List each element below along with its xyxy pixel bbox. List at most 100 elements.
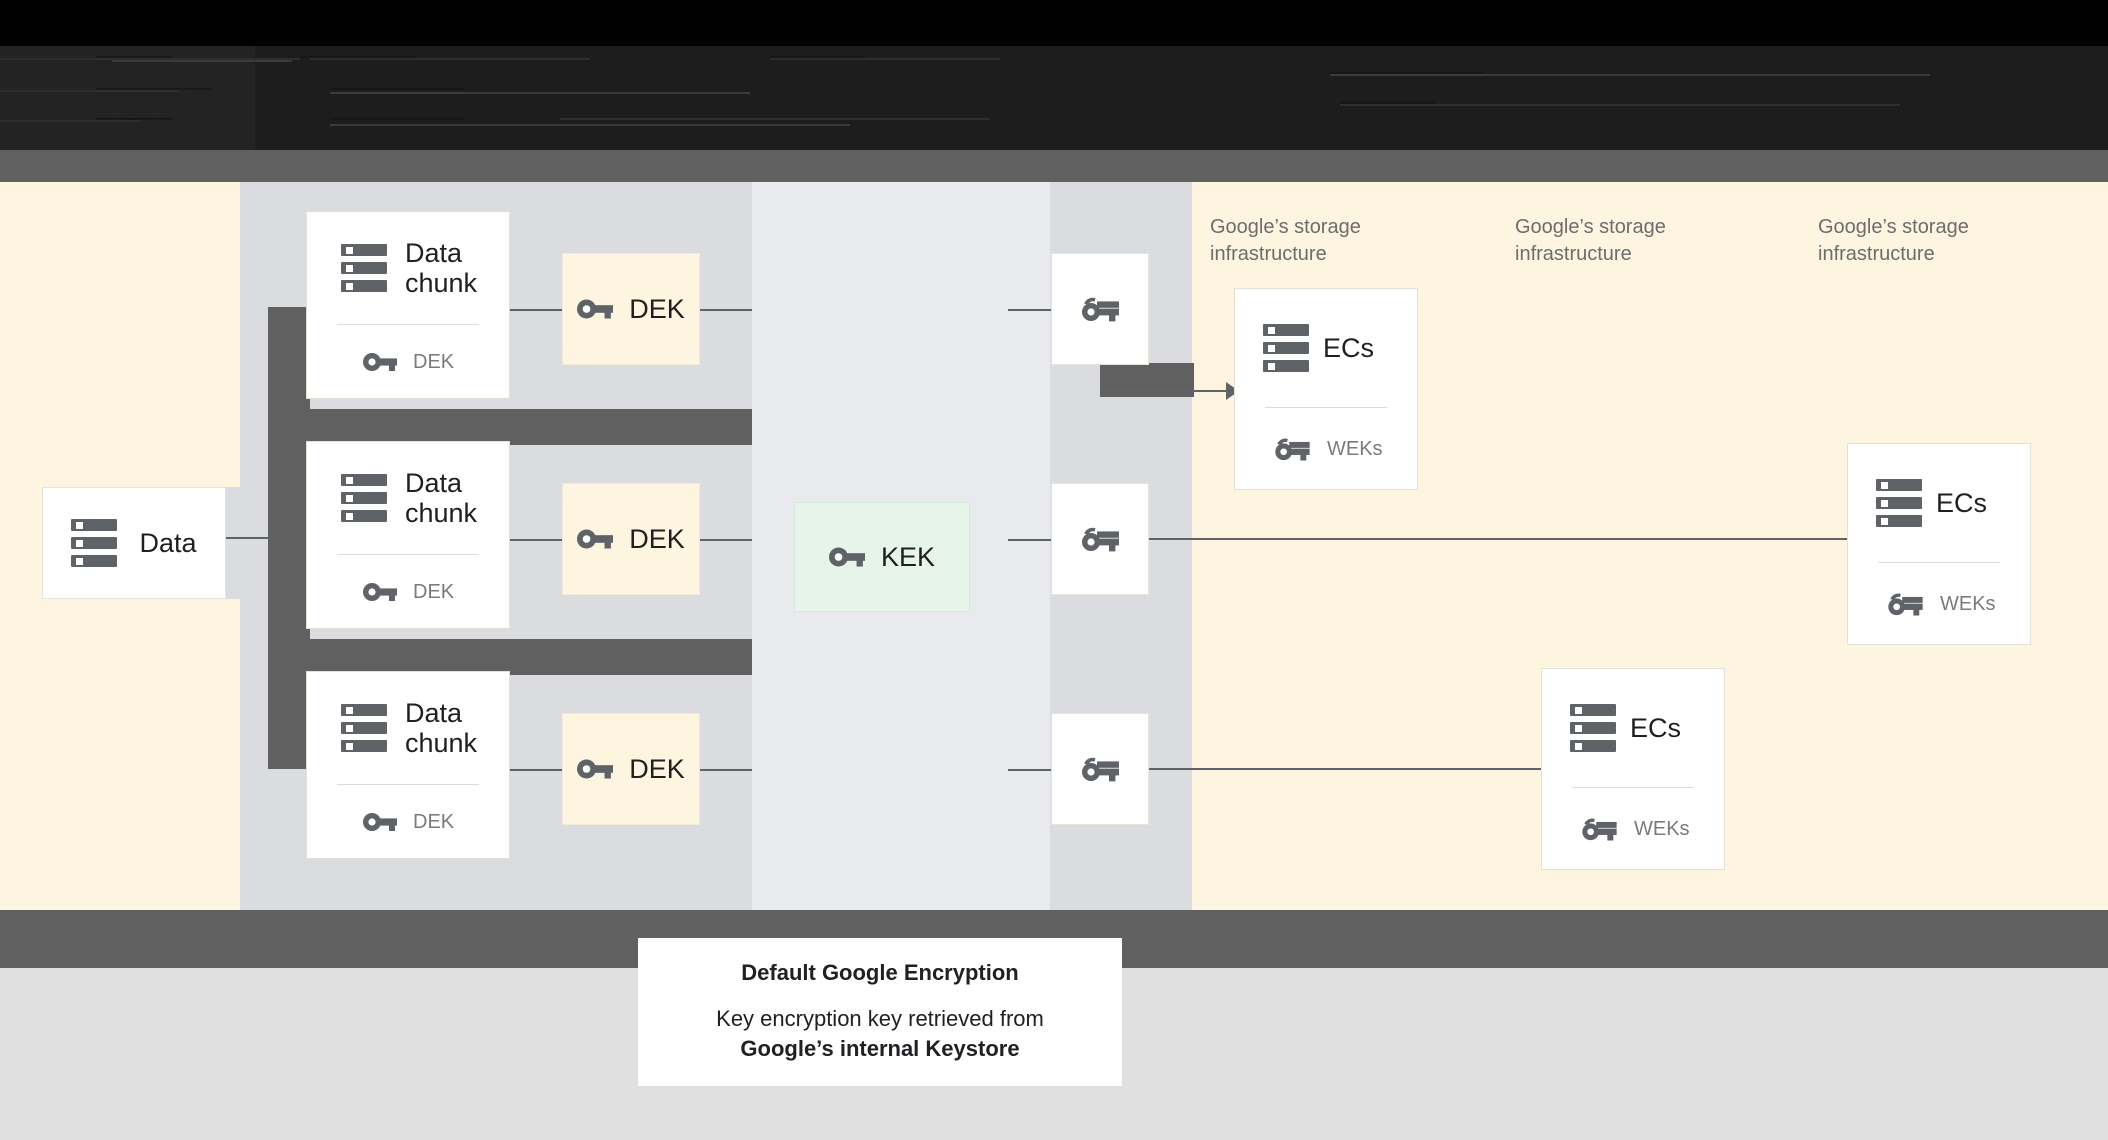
connector-chunk2-dek2 [510, 539, 562, 541]
chunk-header: Data chunk [307, 672, 509, 784]
header-redaction-stroke [330, 92, 750, 94]
chunk-key-row: DEK [307, 785, 509, 859]
connector-kek-wek1 [1008, 309, 1052, 311]
chunk-title: Data chunk [405, 697, 478, 758]
arrow-line-row3 [1149, 768, 1541, 770]
header-text-line: ——————— [330, 108, 465, 129]
connector-dek1-out [700, 309, 752, 311]
double-key-icon [1275, 438, 1310, 461]
key-icon [577, 529, 614, 549]
ec-header: ECs [1235, 289, 1417, 407]
card-divider [1878, 562, 2000, 563]
double-key-icon [1082, 527, 1119, 552]
server-stack-icon [1263, 324, 1309, 372]
storage-label: Google’s storage infrastructure [1515, 216, 1666, 265]
ec-key-row: WEKs [1542, 788, 1724, 870]
ec-title: ECs [1630, 712, 1682, 743]
key-icon [828, 547, 865, 567]
ec-key-row: WEKs [1848, 563, 2030, 645]
kek-box[interactable]: KEK [794, 502, 970, 612]
data-chunk-card[interactable]: Data chunk DEK [306, 671, 510, 859]
ec-title: ECs [1936, 487, 1988, 518]
dek-label: DEK [629, 523, 685, 554]
chunk-title: Data chunk [405, 467, 478, 528]
server-stack-icon [341, 244, 387, 292]
connector-dek2-out [700, 539, 752, 541]
wek-box[interactable] [1051, 713, 1149, 825]
double-key-icon [1582, 818, 1617, 841]
ec-card[interactable]: ECs WEKs [1234, 288, 1418, 490]
data-chunk-card[interactable]: Data chunk DEK [306, 441, 510, 629]
header-redaction-stroke [1330, 74, 1930, 76]
double-key-icon [1082, 757, 1119, 782]
header-redaction-stroke [770, 58, 1000, 60]
header-redaction-stroke [560, 118, 990, 120]
chunk-key-label: DEK [413, 810, 455, 833]
ec-card[interactable]: ECs WEKs [1847, 443, 2031, 645]
dek-box[interactable]: DEK [562, 713, 700, 825]
ec-key-row: WEKs [1235, 408, 1417, 490]
caption-body: Key encryption key retrieved from Google… [716, 1004, 1044, 1063]
header-text-line: ———— [96, 46, 173, 67]
header-obscured-region-left [0, 46, 255, 150]
header-text-line: ———————— [1330, 62, 1484, 83]
key-icon [363, 583, 397, 601]
caption-line1: Key encryption key retrieved from [716, 1006, 1044, 1032]
card-divider [337, 324, 479, 325]
arrow-line-row2 [1149, 538, 1849, 540]
dek-label: DEK [629, 293, 685, 324]
key-icon [577, 759, 614, 779]
server-stack-icon [341, 704, 387, 752]
card-divider [337, 784, 479, 785]
server-stack-icon [1876, 479, 1922, 527]
kek-label: KEK [880, 541, 936, 572]
ec-header: ECs [1542, 669, 1724, 787]
header-text-line: ————— [770, 46, 866, 67]
card-divider [1572, 787, 1694, 788]
chunk-header: Data chunk [307, 212, 509, 324]
double-key-icon [1888, 593, 1923, 616]
key-icon [577, 299, 614, 319]
ec-key-label: WEKs [1634, 817, 1690, 840]
header-text-line: ——————— [330, 78, 465, 99]
storage-label: Google’s storage infrastructure [1210, 216, 1361, 265]
ec-card[interactable]: ECs WEKs [1541, 668, 1725, 870]
chunk-key-label: DEK [413, 580, 455, 603]
key-icon [363, 813, 397, 831]
connector-data-to-fanout [226, 537, 306, 539]
header-redaction-stroke [1340, 104, 1900, 106]
wek-box[interactable] [1051, 483, 1149, 595]
header-redaction-stroke [330, 124, 850, 126]
header-redaction-stroke [310, 58, 590, 60]
header-grey-band [0, 150, 2108, 182]
data-source-tail [226, 487, 270, 599]
ec-key-label: WEKs [1327, 437, 1383, 460]
double-key-icon [1082, 297, 1119, 322]
header-notch [0, 146, 222, 152]
header-text-line: —————— [300, 46, 416, 67]
ec-key-label: WEKs [1940, 592, 1996, 615]
dek-label: DEK [629, 753, 685, 784]
chunk-header: Data chunk [307, 442, 509, 554]
header-text-line: ———— [96, 108, 173, 129]
card-divider [337, 554, 479, 555]
wek-box[interactable] [1051, 253, 1149, 365]
redaction-bar-row1 [268, 409, 752, 445]
connector-chunk1-dek1 [510, 309, 562, 311]
server-stack-icon [1570, 704, 1616, 752]
header-text-line: ————— [1340, 92, 1436, 113]
connector-chunk3-dek3 [510, 769, 562, 771]
caption-title: Default Google Encryption [741, 960, 1019, 986]
data-source-label: Data [139, 527, 197, 558]
chunk-key-label: DEK [413, 350, 455, 373]
dek-box[interactable]: DEK [562, 483, 700, 595]
header-redaction-stroke [112, 60, 292, 62]
data-source-card[interactable]: Data [42, 487, 226, 599]
header-redaction-stroke [0, 120, 140, 122]
key-icon [363, 353, 397, 371]
server-stack-icon [71, 519, 118, 567]
connector-kek-wek2 [1008, 539, 1052, 541]
dek-box[interactable]: DEK [562, 253, 700, 365]
caption-card: Default Google Encryption Key encryption… [638, 938, 1122, 1086]
data-chunk-card[interactable]: Data chunk DEK [306, 211, 510, 399]
